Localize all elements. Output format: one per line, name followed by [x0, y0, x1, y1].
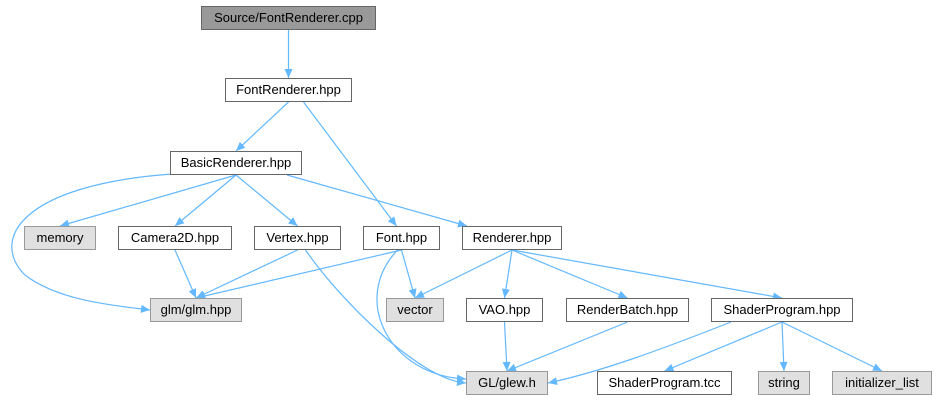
edge-fontrenderer-hpp-to-font-hpp — [303, 101, 397, 227]
edge-basicrenderer-hpp-to-vertex-hpp — [235, 174, 298, 227]
edge-vertex-hpp-to-glm-hpp — [195, 249, 298, 299]
edge-font-hpp-to-glm-hpp — [195, 249, 402, 299]
node-initializer-list[interactable]: initializer_list — [832, 371, 932, 395]
edge-basicrenderer-hpp-to-glm-hpp — [11, 173, 173, 311]
node-glm-hpp[interactable]: glm/glm.hpp — [150, 298, 242, 322]
arrowhead-fontrenderer-cpp-to-fontrenderer-hpp — [284, 69, 293, 78]
node-shaderprogram-hpp[interactable]: ShaderProgram.hpp — [711, 298, 853, 322]
node-vector[interactable]: vector — [386, 298, 444, 322]
edge-renderer-hpp-to-shaderprogram-hpp — [511, 249, 783, 299]
arrowhead-fontrenderer-hpp-to-basicrenderer-hpp — [236, 141, 246, 151]
arrowhead-renderer-hpp-to-renderbatch-hpp — [617, 290, 628, 299]
edge-renderbatch-hpp-to-glew-h — [506, 321, 628, 372]
edge-shaderprogram-hpp-to-shaderprogram-tcc — [664, 321, 783, 372]
node-gl-glew-h[interactable]: GL/glew.h — [466, 371, 548, 395]
node-renderer-hpp[interactable]: Renderer.hpp — [462, 226, 562, 250]
edge-font-hpp-to-glew-h — [376, 249, 467, 380]
node-font-hpp[interactable]: Font.hpp — [363, 226, 440, 250]
arrowhead-shaderprogram-hpp-to-glew-h — [548, 377, 558, 386]
arrowhead-font-hpp-to-vector — [408, 288, 417, 298]
arrowhead-shaderprogram-hpp-to-string — [779, 361, 788, 371]
node-shaderprogram-tcc[interactable]: ShaderProgram.tcc — [597, 371, 732, 395]
arrowhead-font-hpp-to-glew-h — [456, 374, 466, 383]
arrowhead-renderer-hpp-to-vector — [415, 290, 425, 298]
node-vao-hpp[interactable]: VAO.hpp — [466, 298, 543, 322]
arrowhead-camera2d-hpp-to-glm-hpp — [188, 288, 197, 298]
arrowhead-font-hpp-to-glm-hpp — [196, 292, 206, 300]
edge-basicrenderer-hpp-to-memory — [59, 174, 237, 227]
edge-shaderprogram-hpp-to-initializer-list — [781, 321, 883, 372]
arrowhead-shaderprogram-hpp-to-shaderprogram-tcc — [664, 363, 675, 372]
edge-fontrenderer-hpp-to-basicrenderer-hpp — [235, 101, 289, 152]
arrowhead-basicrenderer-hpp-to-vertex-hpp — [288, 217, 298, 226]
edge-renderer-hpp-to-renderbatch-hpp — [511, 249, 628, 299]
node-renderbatch-hpp[interactable]: RenderBatch.hpp — [566, 298, 689, 322]
node-fontrenderer-cpp[interactable]: Source/FontRenderer.cpp — [201, 6, 376, 30]
arrowhead-basicrenderer-hpp-to-camera2d-hpp — [175, 217, 185, 226]
edge-shaderprogram-hpp-to-glew-h — [547, 321, 732, 384]
node-string[interactable]: string — [758, 371, 810, 395]
arrowhead-vao-hpp-to-glew-h — [502, 361, 511, 371]
arrowhead-fontrenderer-hpp-to-font-hpp — [387, 216, 397, 226]
arrowhead-renderer-hpp-to-vao-hpp — [501, 288, 510, 298]
edge-renderer-hpp-to-vector — [414, 249, 513, 299]
edge-basicrenderer-hpp-to-camera2d-hpp — [174, 174, 237, 227]
node-basicrenderer-hpp[interactable]: BasicRenderer.hpp — [170, 151, 302, 175]
arrowhead-basicrenderer-hpp-to-glm-hpp — [140, 304, 150, 313]
arrowhead-basicrenderer-hpp-to-memory — [60, 219, 70, 228]
edge-basicrenderer-hpp-to-renderer-hpp — [286, 174, 468, 227]
node-camera2d-hpp[interactable]: Camera2D.hpp — [118, 226, 232, 250]
arrowhead-renderbatch-hpp-to-glew-h — [507, 363, 517, 372]
node-vertex-hpp[interactable]: Vertex.hpp — [254, 226, 341, 250]
arrowhead-basicrenderer-hpp-to-renderer-hpp — [457, 219, 467, 228]
arrowhead-shaderprogram-hpp-to-initializer-list — [872, 363, 882, 371]
node-fontrenderer-hpp[interactable]: FontRenderer.hpp — [225, 78, 352, 102]
node-memory[interactable]: memory — [24, 226, 96, 250]
